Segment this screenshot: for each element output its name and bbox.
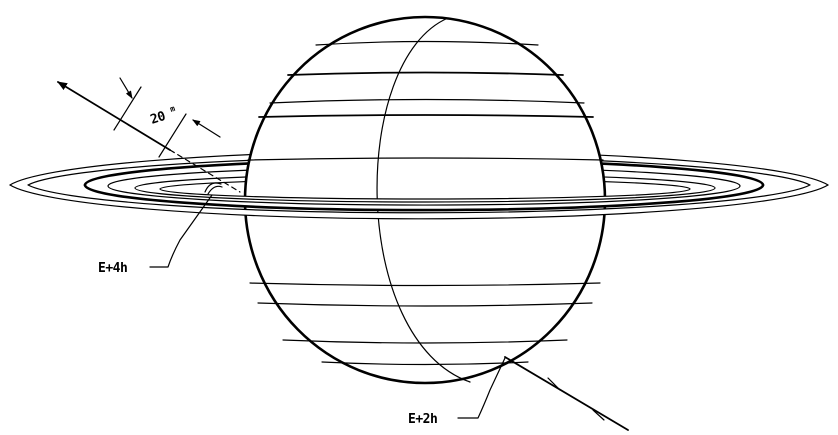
interval-label: 20 (149, 109, 168, 128)
interval-unit-label: m (169, 104, 177, 114)
position-e2h-label: E+2h (408, 412, 437, 427)
trajectory-upper (58, 78, 240, 192)
position-e4h-label: E+4h (98, 261, 127, 276)
trajectory-lower (505, 357, 628, 430)
